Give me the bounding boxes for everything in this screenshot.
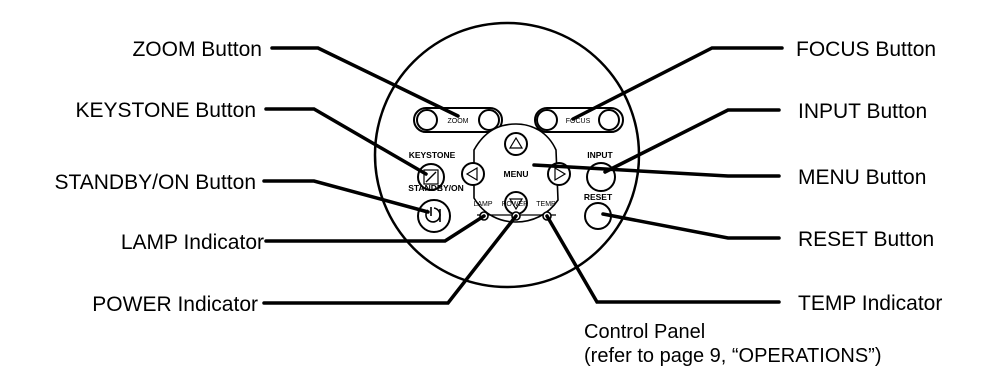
standby-panel-label: STANDBY/ON <box>408 183 464 193</box>
keystone-leader <box>264 107 428 176</box>
left-arrow-icon <box>465 166 478 182</box>
lamp-indicator-leader <box>264 214 486 243</box>
standby-on-callout: STANDBY/ON Button <box>54 171 256 194</box>
lamp-indicator-callout: LAMP Indicator <box>121 231 264 254</box>
up-arrow-icon <box>508 136 524 149</box>
reset-leader <box>601 212 781 240</box>
down-arrow-icon <box>508 198 524 211</box>
menu-leader <box>532 163 781 178</box>
temp-panel-label: TEMP <box>536 201 556 208</box>
reset-callout: RESET Button <box>798 228 934 251</box>
temp-indicator-leader <box>545 214 781 304</box>
right-arrow-icon <box>554 166 567 182</box>
focus-panel-label: FOCUS <box>566 118 591 125</box>
keystone-panel-label: KEYSTONE <box>409 150 456 160</box>
standby-on-button <box>417 199 451 233</box>
arrow-pad: MENU <box>461 123 571 223</box>
focus-callout: FOCUS Button <box>796 38 936 61</box>
keystone-callout: KEYSTONE Button <box>75 99 256 122</box>
focus-leader <box>571 46 784 121</box>
input-callout: INPUT Button <box>798 100 927 123</box>
power-icon <box>425 207 441 223</box>
menu-callout: MENU Button <box>798 166 926 189</box>
zoom-leader <box>270 46 460 118</box>
zoom-button: ZOOM <box>413 107 503 133</box>
zoom-callout: ZOOM Button <box>132 38 262 61</box>
menu-panel-label: MENU <box>503 169 528 179</box>
temp-indicator-callout: TEMP Indicator <box>798 292 942 315</box>
reset-panel-label: RESET <box>584 192 613 202</box>
caption-title: Control Panel <box>584 321 706 343</box>
keystone-button <box>417 163 445 191</box>
power-indicator-leader <box>262 214 518 305</box>
input-leader <box>603 108 781 174</box>
standby-leader <box>262 179 430 214</box>
power-panel-label: POWER <box>502 201 528 208</box>
focus-button: FOCUS <box>534 107 624 133</box>
zoom-panel-label: ZOOM <box>448 118 469 125</box>
caption-reference: (refer to page 9, “OPERATIONS”) <box>584 345 882 367</box>
power-indicator-callout: POWER Indicator <box>92 293 258 316</box>
lamp-panel-label: LAMP <box>473 201 492 208</box>
control-panel-caption: Control Panel (refer to page 9, “OPERATI… <box>584 320 882 368</box>
input-panel-label: INPUT <box>587 150 613 160</box>
